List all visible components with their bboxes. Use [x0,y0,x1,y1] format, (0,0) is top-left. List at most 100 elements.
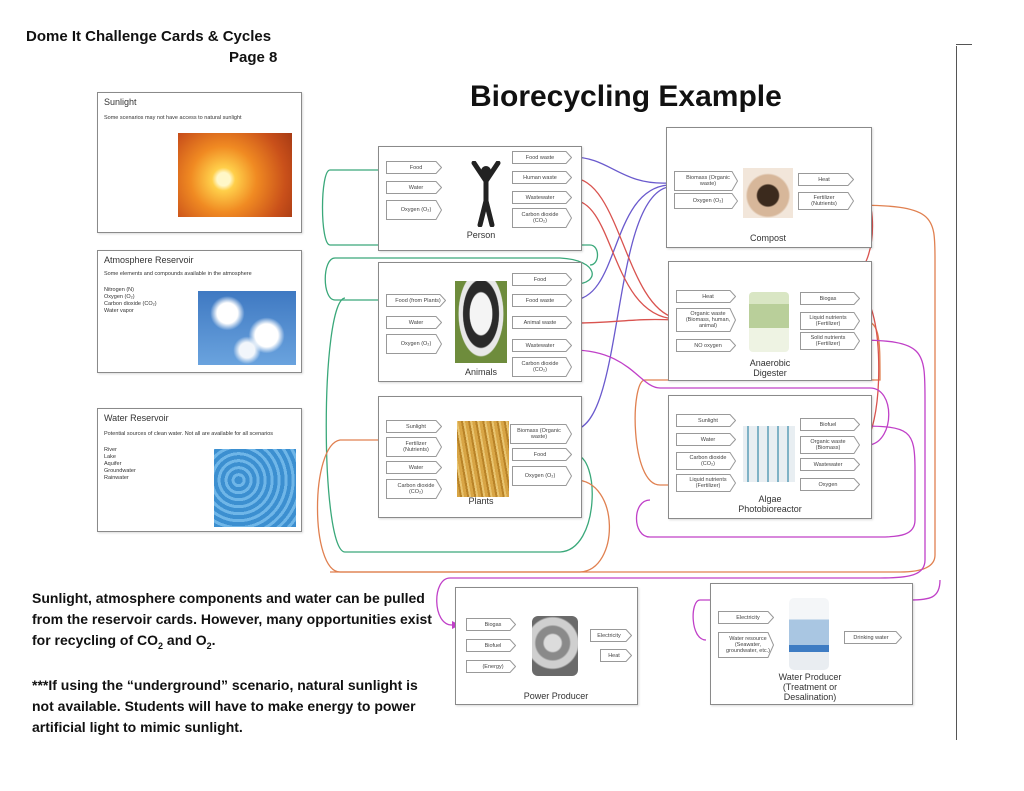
algae-output-oxygen: Oxygen [800,478,860,491]
list-item: Aquifer [104,461,122,467]
power-output-electricity: Electricity [590,629,632,642]
algae-output-biofuel: Biofuel [800,418,860,431]
note-underground: ***If using the “underground” scenario, … [32,677,418,735]
animals-output-food: Food [512,273,572,286]
water-card: Water Reservoir Potential sources of cle… [97,408,302,532]
digester-input-no-oxygen: NO oxygen [676,339,736,352]
atmosphere-card-sub: Some elements and compounds available in… [104,271,252,277]
animals-output-food-waste: Food waste [512,294,572,307]
person-input-water: Water [386,181,442,194]
page-title: Biorecycling Example [470,80,782,113]
animals-output-animal-waste: Animal waste [512,316,572,329]
atmosphere-card: Atmosphere Reservoir Some elements and c… [97,250,302,373]
algae-output-wastewater: Wastewater [800,458,860,471]
list-item: Water vapor [104,308,134,314]
plants-label: Plants [468,496,494,506]
water-card-sub: Potential sources of clean water. Not al… [104,431,274,437]
compost-input-oxygen: Oxygen (O₂) [674,193,738,209]
plants-output-food: Food [512,448,572,461]
water-producer-input-electricity: Electricity [718,611,774,624]
list-item: River [104,447,117,453]
digester-input-heat: Heat [676,290,736,303]
person-icon [471,160,501,228]
page-number: Page 8 [229,49,278,66]
person-input-food: Food [386,161,442,174]
water-card-title: Water Reservoir [104,413,169,423]
person-label: Person [466,230,496,240]
algae-input-co2: Carbon dioxide (CO₂) [676,452,736,470]
compost-image [743,168,793,218]
animals-input-food: Food (from Plants) [386,294,446,307]
wheat-image [457,421,509,497]
power-label: Power Producer [523,691,589,701]
power-input-biogas: Biogas [466,618,516,631]
plants-input-co2: Carbon dioxide (CO₂) [386,479,442,499]
compost-output-fertilizer: Fertilizer (Nutrients) [798,192,854,210]
list-item: Oxygen (O₂) [104,294,135,300]
list-item: Nitrogen (N) [104,287,134,293]
person-output-wastewater: Wastewater [512,191,572,204]
compost-output-heat: Heat [798,173,854,186]
plants-input-water: Water [386,461,442,474]
sun-image [178,133,292,217]
plants-input-sunlight: Sunlight [386,420,442,433]
digester-output-liquid-nutrients: Liquid nutrients (Fertilizer) [800,312,860,330]
wire-purple-3 [571,186,669,431]
water-producer-label: Water Producer (Treatment or Desalinatio… [778,672,842,702]
wire-red-2 [571,318,676,324]
water-image [214,449,296,527]
sunlight-card: Sunlight Some scenarios may not have acc… [97,92,302,233]
list-item: Carbon dioxide (CO₂) [104,301,157,307]
cow-image [455,281,507,363]
water-producer-input-water-resource: Water resource (Seawater, groundwater, e… [718,632,774,658]
algae-label: Algae Photobioreactor [738,494,802,514]
wire-red-3 [571,199,676,320]
clouds-image [198,291,296,365]
plants-output-biomass: Biomass (Organic waste) [510,424,572,444]
water-list: River Lake Aquifer Groundwater Rainwater [104,447,136,482]
algae-input-liquid-nutrients: Liquid nutrients (Fertilizer) [676,474,736,492]
header-title: Dome It Challenge Cards & Cycles [26,28,272,45]
generator-image [532,616,578,676]
water-filter-image [789,598,829,670]
atmosphere-card-title: Atmosphere Reservoir [104,255,194,265]
power-output-heat: Heat [600,649,632,662]
list-item: Rainwater [104,475,129,481]
digester-image [749,292,789,352]
atmosphere-list: Nitrogen (N) Oxygen (O₂) Carbon dioxide … [104,287,157,315]
plants-output-oxygen: Oxygen (O₂) [512,466,572,486]
animals-label: Animals [464,367,497,377]
animals-output-wastewater: Wastewater [512,339,572,352]
person-output-food-waste: Food waste [512,151,572,164]
sunlight-card-sub: Some scenarios may not have access to na… [104,115,242,121]
water-producer-output-drinking-water: Drinking water [844,631,902,644]
person-output-co2: Carbon dioxide (CO₂) [512,208,572,228]
digester-label: Anaerobic Digester [749,358,791,378]
person-output-human-waste: Human waste [512,171,572,184]
list-item: Lake [104,454,116,460]
list-item: Groundwater [104,468,136,474]
page-edge [956,46,957,740]
animals-input-water: Water [386,316,442,329]
compost-input-biomass: Biomass (Organic waste) [674,171,738,191]
digester-input-organic-waste: Organic waste (Biomass, human, animal) [676,308,736,332]
algae-output-organic-waste: Organic waste (Biomass) [800,436,860,454]
wire-purple-2 [571,184,669,301]
person-input-oxygen: Oxygen (O₂) [386,200,442,220]
power-input-energy: (Energy) [466,660,516,673]
sunlight-card-title: Sunlight [104,97,137,107]
note-recycling: Sunlight, atmosphere components and wate… [32,590,432,651]
algae-input-sunlight: Sunlight [676,414,736,427]
photobioreactor-image [743,426,795,482]
animals-input-oxygen: Oxygen (O₂) [386,334,442,354]
power-input-biofuel: Biofuel [466,639,516,652]
digester-output-solid-nutrients: Solid nutrients (Fertilizer) [800,332,860,350]
compost-label: Compost [749,233,786,243]
plants-input-fertilizer: Fertilizer (Nutrients) [386,437,442,457]
algae-input-water: Water [676,433,736,446]
wire-purple-1 [571,156,669,184]
wire-red-1 [571,177,676,319]
animals-output-co2: Carbon dioxide (CO₂) [512,357,572,377]
edge-mark [956,44,972,45]
digester-output-biogas: Biogas [800,292,860,305]
